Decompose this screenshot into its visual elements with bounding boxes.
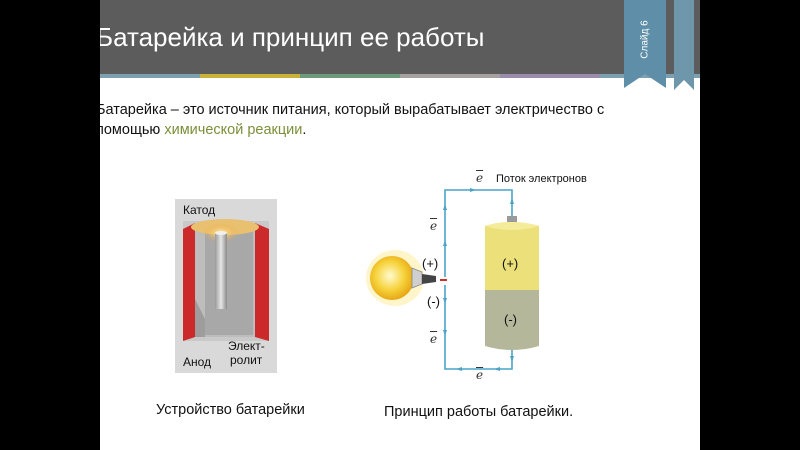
stripe-segment [200, 74, 300, 78]
color-stripe [100, 74, 700, 78]
plus-terminal-label: (+) [422, 256, 439, 271]
electron-symbol-bottom: e [476, 368, 484, 382]
battery-principle-diagram [366, 188, 539, 371]
battery-minus-label: (-) [504, 312, 517, 327]
intro-text: Батарейка – это источник питания, которы… [100, 100, 656, 140]
battery-device-image [175, 199, 277, 373]
cathode-label: Катод [183, 203, 216, 217]
principle-caption: Принцип работы батарейки. [384, 404, 574, 420]
electron-symbol-left-top: e [430, 219, 438, 233]
electrolyte-label-1: Элект- [228, 339, 265, 353]
stripe-segment [500, 74, 600, 78]
minus-terminal-label: (-) [427, 294, 440, 309]
anode-label: Анод [183, 355, 212, 369]
stripe-segment [100, 74, 200, 78]
slide: Батарейка и принцип ее работы Слайд 6 Ба… [100, 0, 700, 450]
device-caption: Устройство батарейки [156, 402, 305, 418]
chemical-reaction-link[interactable]: химической реакции [164, 122, 303, 138]
slide-badge-ribbon [624, 0, 694, 90]
battery-plus-label: (+) [502, 256, 519, 271]
slide-title: Батарейка и принцип ее работы [100, 22, 485, 52]
intro-text-end: . [302, 122, 307, 138]
stripe-segment [300, 74, 400, 78]
slide-badge: Слайд 6 [639, 20, 651, 59]
electrolyte-label-2: ролит [230, 353, 263, 367]
intro-text-main: Батарейка – это источник питания, которы… [100, 102, 605, 138]
electron-symbol-top: e [476, 171, 484, 185]
electron-symbol-left-bottom: e [430, 332, 438, 346]
stripe-segment [400, 74, 500, 78]
electron-flow-label: Поток электронов [496, 173, 587, 185]
title-bar: Батарейка и принцип ее работы [100, 0, 700, 74]
